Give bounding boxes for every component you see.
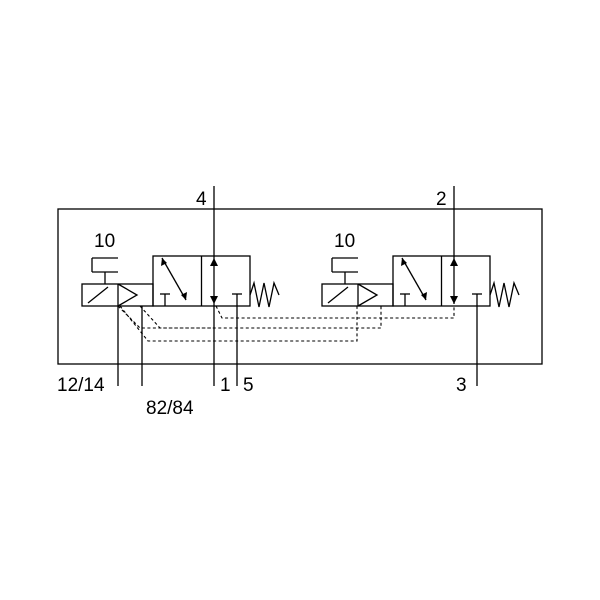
valve-right: [321, 186, 520, 386]
manual-override-left: [91, 257, 118, 284]
valve-body-left: [152, 255, 251, 307]
label-port-4: 4: [196, 189, 207, 210]
label-port-5: 5: [243, 375, 254, 396]
manual-override-right: [331, 257, 358, 284]
label-port-2: 2: [436, 189, 447, 210]
manifold-frame: [57, 208, 543, 365]
spring-right: [489, 280, 520, 308]
label-port-1: 1: [220, 375, 231, 396]
label-manual-right: 10: [334, 231, 355, 252]
label-manual-left: 10: [94, 231, 115, 252]
pilot-lines: [117, 305, 455, 342]
solenoid-left: [81, 283, 154, 307]
label-port-3: 3: [456, 375, 467, 396]
label-port-12-14: 12/14: [57, 375, 105, 396]
valve-left: [81, 186, 280, 386]
label-port-82-84: 82/84: [146, 398, 194, 419]
valve-body-right: [392, 255, 491, 307]
solenoid-right: [321, 283, 394, 307]
spring-left: [249, 280, 280, 308]
